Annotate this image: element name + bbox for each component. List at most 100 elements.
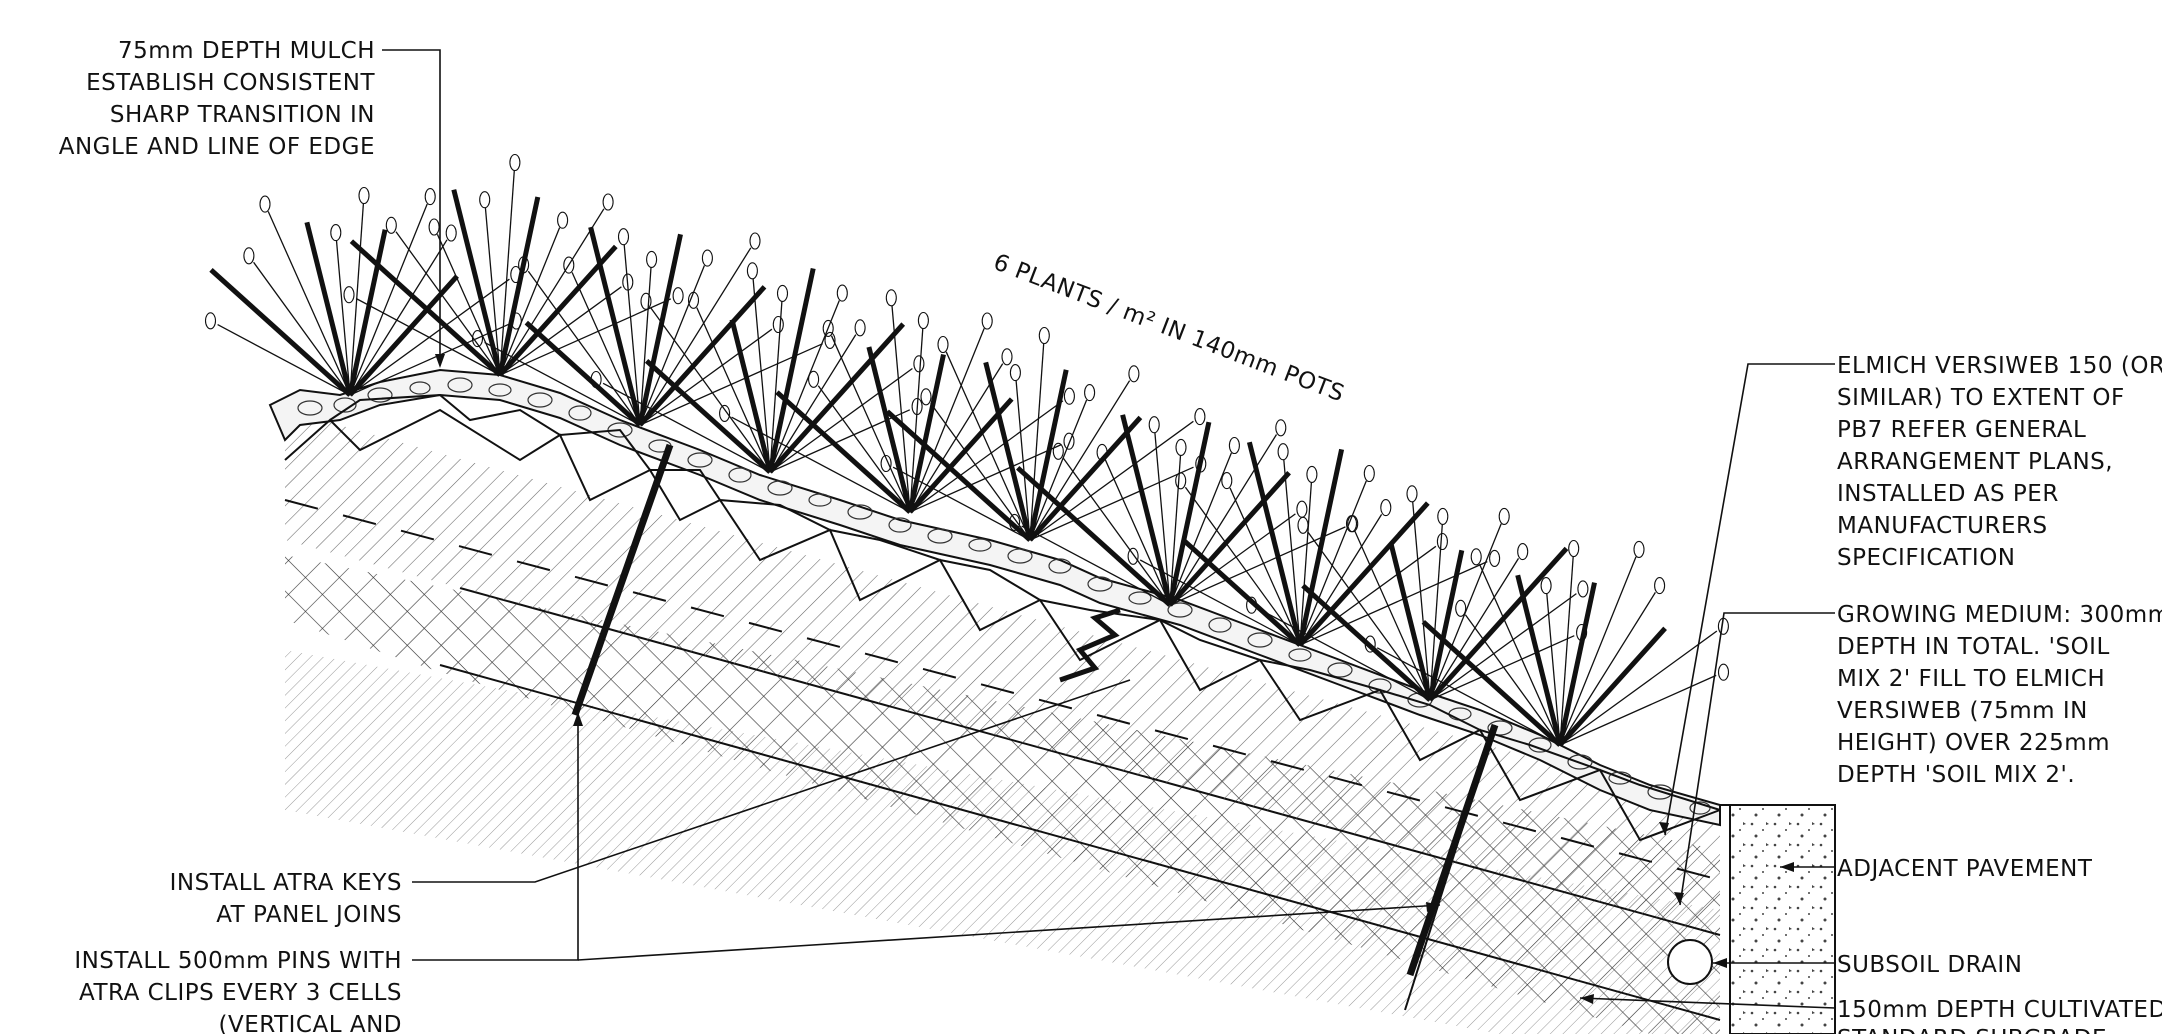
plant: [204, 186, 522, 397]
seed-head: [1277, 443, 1289, 461]
grass-blade: [1028, 415, 1143, 542]
grass-blade: [1557, 582, 1597, 746]
plant: [1364, 539, 1730, 747]
seed-head: [1540, 577, 1552, 595]
grass-blade: [775, 390, 912, 514]
grass-blade: [637, 233, 683, 426]
grass-blade: [349, 203, 428, 396]
grass-blade: [1559, 592, 1656, 746]
seed-head: [1228, 436, 1240, 455]
leader-lines: [382, 49, 1836, 1009]
seed-head: [1437, 507, 1449, 525]
seed-head: [518, 256, 530, 274]
seed-head: [590, 370, 602, 389]
grass-blade: [639, 247, 752, 426]
versiweb-cells: [284, 408, 1721, 842]
grass-blade: [527, 270, 641, 426]
grass-blade: [1283, 459, 1301, 646]
seed-head: [981, 312, 993, 330]
growing-line-5: HEIGHT) OVER 225mm: [1837, 730, 2110, 756]
grass-blade: [907, 353, 946, 513]
seed-head: [917, 311, 929, 330]
seed-head: [1128, 365, 1140, 383]
pins-note: INSTALL 500mm PINS WITH ATRA CLIPS EVERY…: [74, 948, 402, 1034]
grass-blade: [1029, 420, 1194, 541]
growing-line-2: DEPTH IN TOTAL. 'SOIL: [1837, 634, 2110, 660]
mulch-line-1: 75mm DEPTH MULCH: [118, 38, 375, 64]
grass-blade: [1298, 501, 1430, 647]
subgrade-note: 150mm DEPTH CULTIVATED STANDARD SUBGRADE: [1837, 997, 2162, 1034]
grass-blade: [499, 286, 622, 376]
grass-blade: [524, 320, 642, 427]
grass-blade: [817, 385, 911, 513]
grass-blade: [1546, 593, 1561, 746]
growing-line-6: DEPTH 'SOIL MIX 2'.: [1837, 762, 2075, 788]
grass-blade: [499, 227, 561, 376]
seed-head: [1063, 432, 1075, 450]
growing-line-3: MIX 2' FILL TO ELMICH: [1837, 666, 2105, 692]
versiweb-line-1: ELMICH VERSIWEB 150 (OR: [1837, 353, 2162, 379]
grass-blade: [1428, 546, 1569, 702]
seed-head: [1052, 442, 1064, 460]
seed-head: [776, 284, 789, 302]
atra-keys-line-1: INSTALL ATRA KEYS: [170, 870, 402, 896]
seed-head: [1364, 635, 1376, 653]
grass-blade: [1515, 574, 1563, 746]
drain-note: SUBSOIL DRAIN: [1837, 952, 2022, 978]
seed-head: [824, 331, 836, 349]
grass-blade: [1299, 482, 1313, 646]
versiweb-cells-upper: [329, 393, 1721, 811]
growing-medium-zone: [285, 410, 1720, 935]
grass-blade: [355, 297, 501, 376]
subsoil-drain-pipe: [1667, 939, 1713, 985]
seed-head: [445, 224, 457, 242]
seed-head: [854, 319, 866, 337]
grass-blade: [253, 261, 351, 396]
seed-head: [687, 291, 700, 309]
seed-head: [1489, 549, 1501, 567]
seed-head: [1455, 599, 1467, 617]
grass-blade: [335, 240, 351, 396]
subgrade-line-1: 150mm DEPTH CULTIVATED: [1837, 997, 2162, 1023]
grass-blade: [866, 346, 913, 513]
grass-blade: [639, 267, 652, 426]
grass-blade: [1120, 414, 1173, 606]
grass-blade: [909, 328, 985, 513]
seed-head: [1096, 443, 1108, 461]
plant-group: [204, 153, 1730, 747]
seed-head: [204, 312, 217, 330]
seed-head: [1127, 547, 1139, 565]
arrowheads: [435, 354, 1794, 1004]
grass-blade: [1029, 399, 1088, 541]
seed-head: [920, 388, 932, 406]
seed-head: [563, 256, 575, 274]
grass-blade: [267, 211, 351, 396]
versiweb-line-7: SPECIFICATION: [1837, 545, 2016, 571]
seed-head: [822, 319, 834, 337]
grass-blade: [638, 285, 767, 427]
seed-head: [1001, 348, 1013, 366]
pins-line-1: INSTALL 500mm PINS WITH: [74, 948, 402, 974]
grass-blade: [1167, 421, 1212, 606]
seed-head: [479, 191, 491, 209]
versiweb-dashes: [284, 499, 1721, 881]
seed-head: [1717, 663, 1730, 681]
seed-head: [358, 186, 370, 205]
grass-blade: [217, 324, 351, 396]
grass-blade: [349, 239, 502, 377]
grass-blade: [209, 268, 352, 397]
seed-head: [1038, 326, 1050, 345]
grass-blade: [1558, 626, 1667, 747]
versiweb-line-6: MANUFACTURERS: [1837, 513, 2048, 539]
seed-head: [1406, 485, 1418, 503]
seed-head: [1009, 513, 1021, 531]
grass-blade: [1021, 525, 1171, 606]
grass-blade: [1307, 531, 1431, 701]
grass-blade: [588, 226, 643, 426]
pin-left: [571, 443, 674, 717]
grass-blade: [909, 328, 924, 513]
grass-blade: [395, 231, 501, 376]
seed-head: [343, 286, 355, 304]
grass-blade: [1297, 448, 1345, 646]
seed-head: [617, 228, 630, 246]
